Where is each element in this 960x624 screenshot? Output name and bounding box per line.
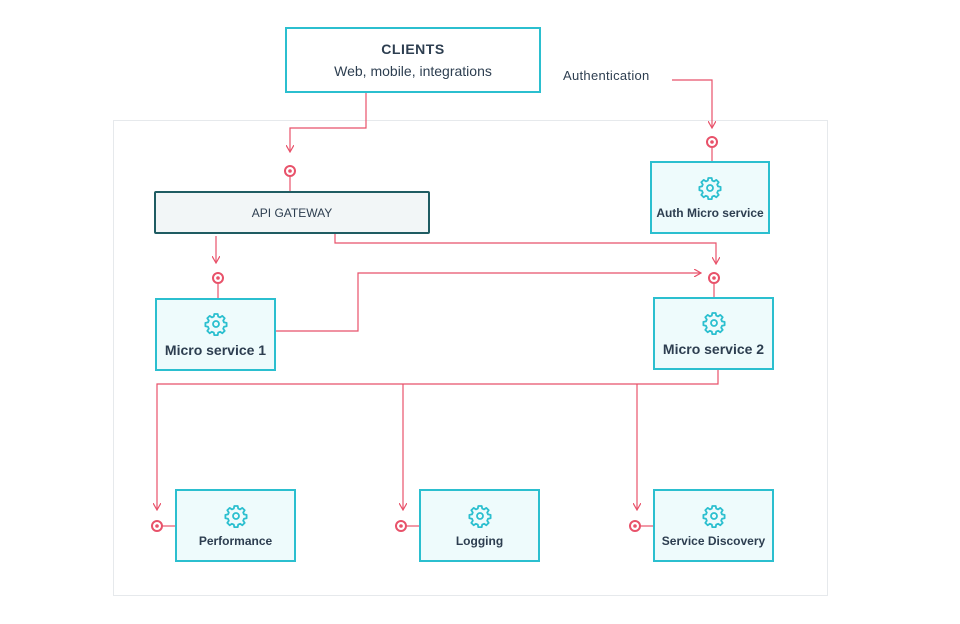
logging-connector-icon (395, 520, 407, 532)
gear-icon (468, 504, 491, 528)
gear-icon (698, 176, 722, 200)
micro-service-2-box: Micro service 2 (653, 297, 774, 370)
gateway-to-ms2-line (334, 234, 716, 264)
performance-box: Performance (175, 489, 296, 562)
gear-icon (204, 312, 227, 336)
auth-service-label: Auth Micro service (656, 205, 764, 220)
gear-icon (702, 311, 725, 335)
micro-service-2-label: Micro service 2 (662, 340, 765, 357)
auth-service-box: Auth Micro service (650, 161, 770, 234)
ms1-connector-icon (212, 272, 224, 284)
gateway-connector-icon (284, 165, 296, 177)
gear-icon (702, 504, 725, 528)
micro-service-1-label: Micro service 1 (164, 341, 267, 358)
auth-connector-icon (706, 136, 718, 148)
micro-service-1-box: Micro service 1 (155, 298, 276, 371)
clients-title: CLIENTS (381, 41, 445, 57)
service-discovery-box: Service Discovery (653, 489, 774, 562)
clients-subtitle: Web, mobile, integrations (334, 63, 492, 79)
authentication-label: Authentication (563, 68, 650, 83)
ms1-to-ms2-line (276, 273, 701, 332)
logging-box: Logging (419, 489, 540, 562)
authentication-line (672, 79, 712, 128)
service-discovery-label: Service Discovery (661, 533, 766, 548)
logging-label: Logging (455, 533, 504, 548)
gear-icon (224, 504, 247, 528)
api-gateway-box: API GATEWAY (154, 191, 430, 234)
ms2-connector-icon (708, 272, 720, 284)
performance-connector-icon (151, 520, 163, 532)
clients-to-gateway-line (290, 93, 367, 152)
diagram-frame (113, 120, 828, 596)
performance-label: Performance (198, 533, 273, 548)
discovery-connector-icon (629, 520, 641, 532)
clients-box: CLIENTS Web, mobile, integrations (285, 27, 541, 93)
api-gateway-label: API GATEWAY (251, 205, 333, 220)
ms2-to-performance-line (157, 370, 719, 510)
